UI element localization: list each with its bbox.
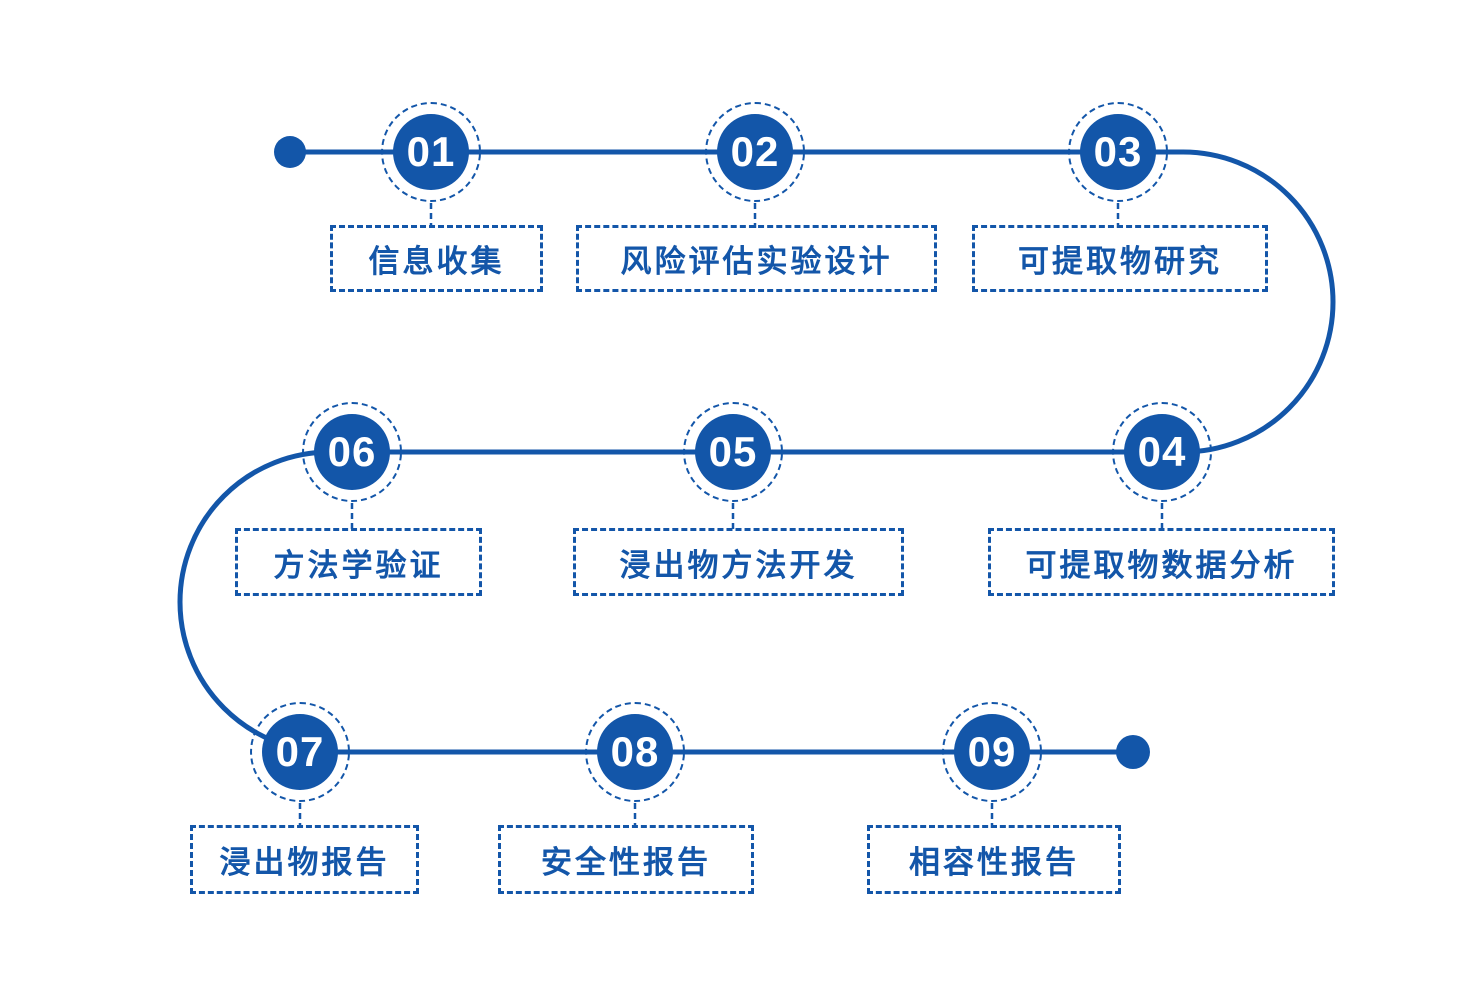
step-label-03: 可提取物研究 bbox=[1018, 244, 1222, 279]
step-label-06: 方法学验证 bbox=[273, 547, 444, 583]
step-node-06: 06 bbox=[302, 402, 402, 502]
step-label-box-07: 浸出物报告 bbox=[190, 825, 419, 894]
step-number-badge-08: 08 bbox=[597, 714, 673, 790]
step-number-badge-06: 06 bbox=[314, 414, 390, 490]
step-number-badge-03: 03 bbox=[1080, 114, 1156, 190]
step-number-badge-07: 07 bbox=[262, 714, 338, 790]
step-label-box-05: 浸出物方法开发 bbox=[573, 528, 904, 596]
step-label-01: 信息收集 bbox=[368, 244, 505, 279]
step-number-badge-02: 02 bbox=[717, 114, 793, 190]
step-number-08: 08 bbox=[610, 728, 660, 775]
step-node-01: 01 bbox=[381, 102, 481, 202]
step-label-07: 浸出物报告 bbox=[219, 845, 390, 880]
step-label-08: 安全性报告 bbox=[541, 845, 711, 880]
step-number-05: 05 bbox=[708, 428, 758, 475]
step-label-04: 可提取物数据分析 bbox=[1025, 547, 1298, 583]
start-dot bbox=[274, 136, 306, 168]
step-number-09: 09 bbox=[967, 728, 1017, 775]
step-label-02: 风险评估实验设计 bbox=[620, 244, 893, 279]
step-number-badge-05: 05 bbox=[695, 414, 771, 490]
step-number-02: 02 bbox=[730, 128, 780, 175]
step-number-03: 03 bbox=[1093, 128, 1143, 175]
end-dot bbox=[1116, 735, 1150, 769]
step-number-badge-01: 01 bbox=[393, 114, 469, 190]
step-node-04: 04 bbox=[1112, 402, 1212, 502]
step-number-badge-04: 04 bbox=[1124, 414, 1200, 490]
step-label-09: 相容性报告 bbox=[909, 845, 1079, 880]
step-label-box-09: 相容性报告 bbox=[867, 825, 1121, 894]
step-label-box-02: 风险评估实验设计 bbox=[576, 225, 937, 292]
step-node-03: 03 bbox=[1068, 102, 1168, 202]
step-label-box-08: 安全性报告 bbox=[498, 825, 754, 894]
step-number-01: 01 bbox=[406, 128, 456, 175]
step-label-box-01: 信息收集 bbox=[330, 225, 543, 292]
step-node-09: 09 bbox=[942, 702, 1042, 802]
step-number-badge-09: 09 bbox=[954, 714, 1030, 790]
step-number-07: 07 bbox=[275, 728, 325, 775]
step-label-05: 浸出物方法开发 bbox=[619, 547, 858, 583]
step-number-04: 04 bbox=[1137, 428, 1187, 475]
step-node-05: 05 bbox=[683, 402, 783, 502]
step-label-box-04: 可提取物数据分析 bbox=[988, 528, 1335, 596]
step-node-07: 07 bbox=[250, 702, 350, 802]
step-label-box-06: 方法学验证 bbox=[235, 528, 482, 596]
step-label-box-03: 可提取物研究 bbox=[972, 225, 1268, 292]
step-number-06: 06 bbox=[327, 428, 377, 475]
step-node-08: 08 bbox=[585, 702, 685, 802]
step-node-02: 02 bbox=[705, 102, 805, 202]
